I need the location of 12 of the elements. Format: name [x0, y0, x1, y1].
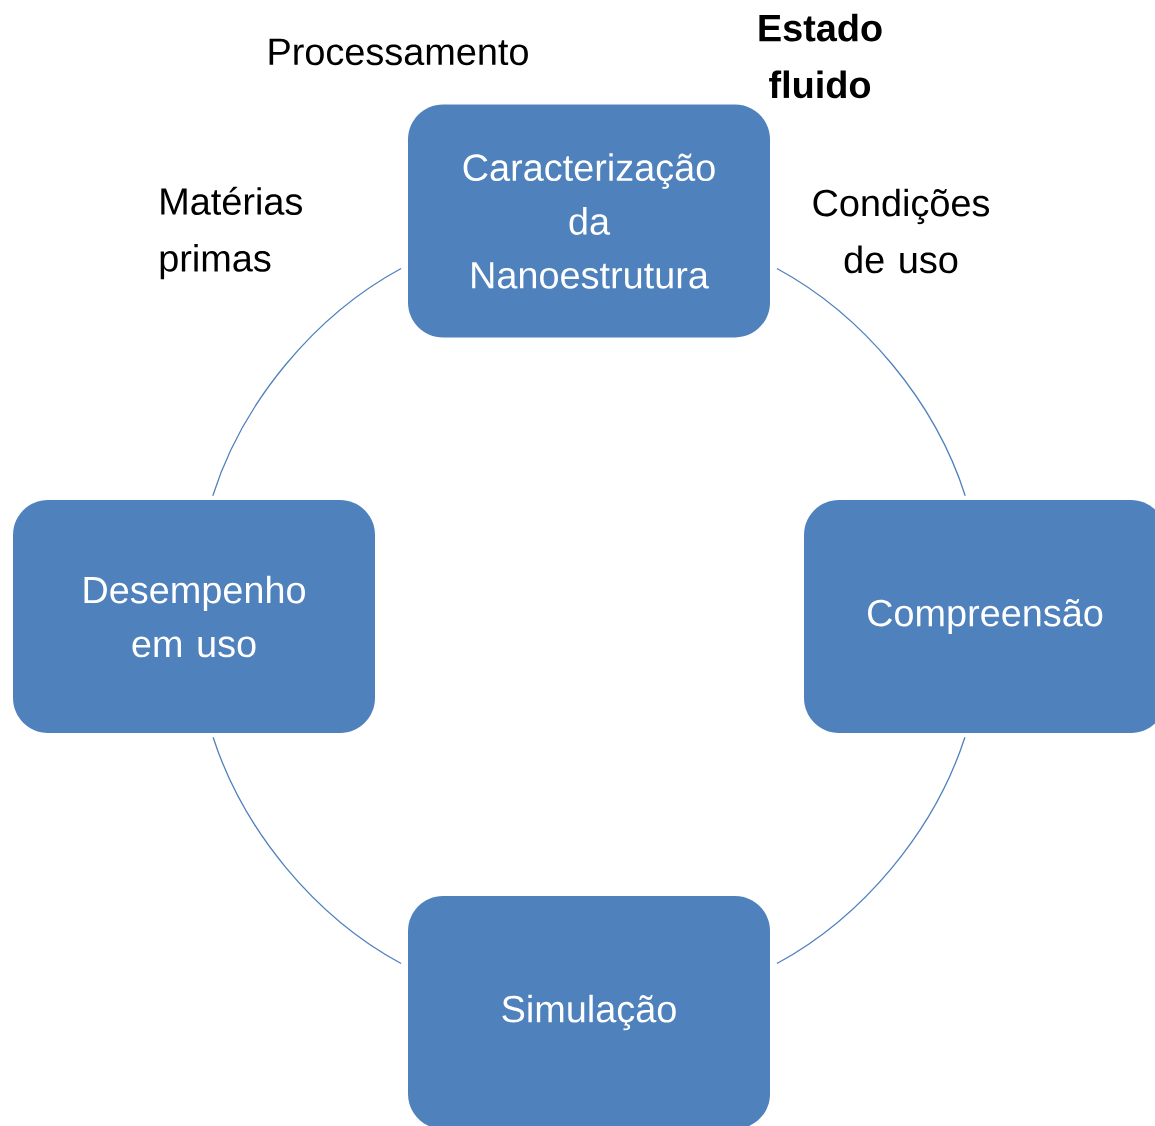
process-box: Desempenho em uso: [13, 500, 375, 733]
process-box: Caracterização da Nanoestrutura: [408, 104, 770, 338]
connector-arc: [212, 736, 402, 965]
label-text: Processamento: [269, 38, 528, 66]
connector-arc: [212, 267, 402, 497]
connector-arc: [776, 267, 966, 497]
label-text: Condições de uso: [813, 188, 990, 274]
process-box: Simulação: [408, 896, 770, 1126]
connector-arc: [776, 736, 966, 965]
label-text: Matérias primas: [160, 186, 302, 280]
process-box: Compreensão: [804, 500, 1155, 733]
label-text: Estado fluido: [759, 13, 882, 99]
